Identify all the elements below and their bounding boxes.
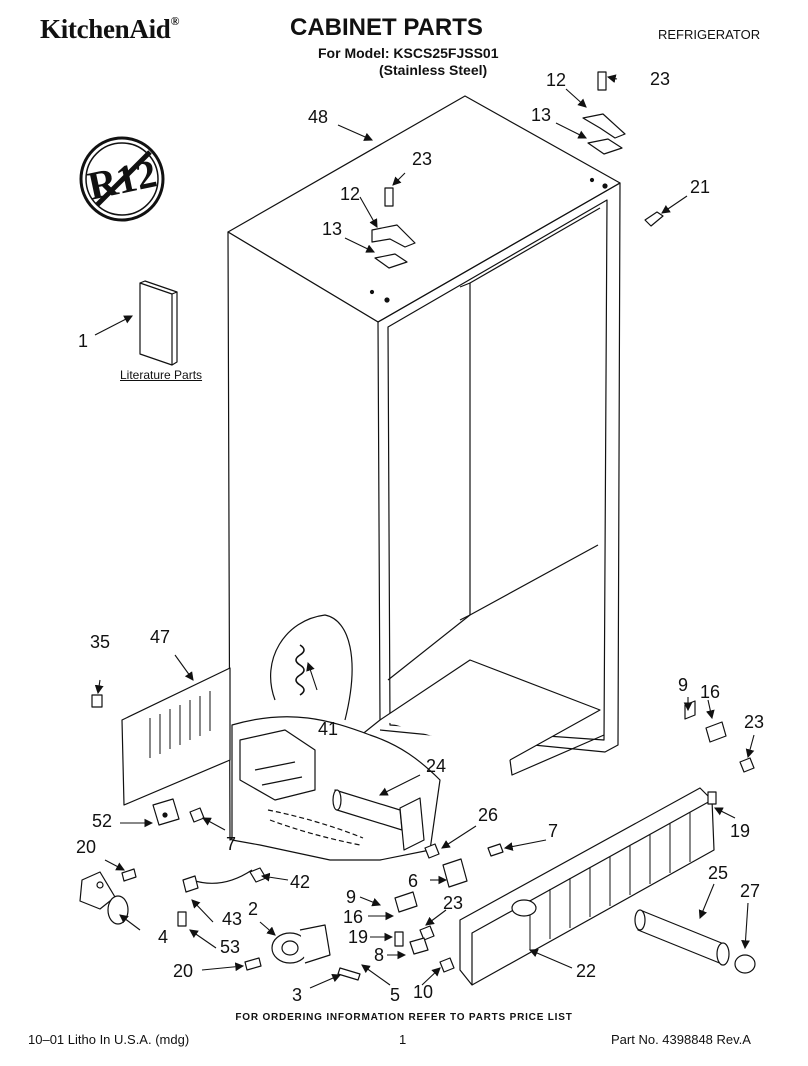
callout-19-a: 19 [730,821,751,841]
toe-grille [459,787,715,986]
callout-7-b: 7 [548,821,559,841]
category-label: REFRIGERATOR [658,27,761,42]
callout-35: 35 [90,632,111,652]
callout-26: 26 [478,805,499,825]
callout-12-a: 12 [340,184,361,204]
callout-16-b: 16 [343,907,364,927]
callout-27: 27 [740,881,761,901]
callout-4: 4 [158,927,169,947]
callout-48: 48 [308,107,329,127]
ordering-note: FOR ORDERING INFORMATION REFER TO PARTS … [235,1012,573,1023]
page-title: CABINET PARTS [290,14,483,41]
callout-12-b: 12 [546,70,567,90]
callout-8: 8 [374,945,385,965]
callout-10: 10 [413,982,434,1002]
litho-note: 10–01 Litho In U.S.A. (mdg) [28,1032,190,1047]
callout-47: 47 [150,627,171,647]
callout-7-a: 7 [226,834,237,854]
model-line: For Model: KSCS25FJSS01 [318,45,499,61]
finish-line: (Stainless Steel) [379,62,488,78]
callout-41: 41 [318,719,339,739]
callout-23-b: 23 [650,69,671,89]
callout-23-a: 23 [412,149,433,169]
callout-19-b: 19 [348,927,369,947]
part-number: Part No. 4398848 Rev.A [611,1032,751,1047]
callout-25: 25 [708,863,729,883]
r12-badge-text: R12 [84,150,161,208]
rear-access-panel [121,667,231,806]
callout-20-a: 20 [76,837,97,857]
leader-arrows [94,74,755,989]
literature-parts-label: Literature Parts [120,368,203,382]
callout-52: 52 [92,811,113,831]
water-valve [271,924,331,964]
callout-42: 42 [290,872,311,892]
callout-2: 2 [248,899,259,919]
brand-logo: KitchenAid® [40,14,180,44]
top-hinges [371,113,664,269]
refrigerator-cabinet [227,95,621,841]
callout-13-a: 13 [322,219,343,239]
callout-9-a: 9 [678,675,689,695]
callout-21: 21 [690,177,711,197]
callout-43: 43 [222,909,243,929]
callout-23-c: 23 [744,712,765,732]
r12-prohibited-badge: R12 [79,136,165,222]
literature-booklet [139,280,178,366]
screws [91,71,755,981]
callout-53: 53 [220,937,241,957]
callout-1: 1 [78,331,89,351]
callout-16-a: 16 [700,682,721,702]
callout-9-b: 9 [346,887,357,907]
callout-5: 5 [390,985,401,1005]
callout-6: 6 [408,871,419,891]
callout-20-b: 20 [173,961,194,981]
callout-3: 3 [292,985,303,1005]
water-filter [634,909,756,974]
callout-13-b: 13 [531,105,552,125]
callout-24: 24 [426,756,447,776]
callout-23-d: 23 [443,893,464,913]
water-tube-assembly [332,789,425,851]
callout-22: 22 [576,961,597,981]
page-number: 1 [399,1032,407,1047]
